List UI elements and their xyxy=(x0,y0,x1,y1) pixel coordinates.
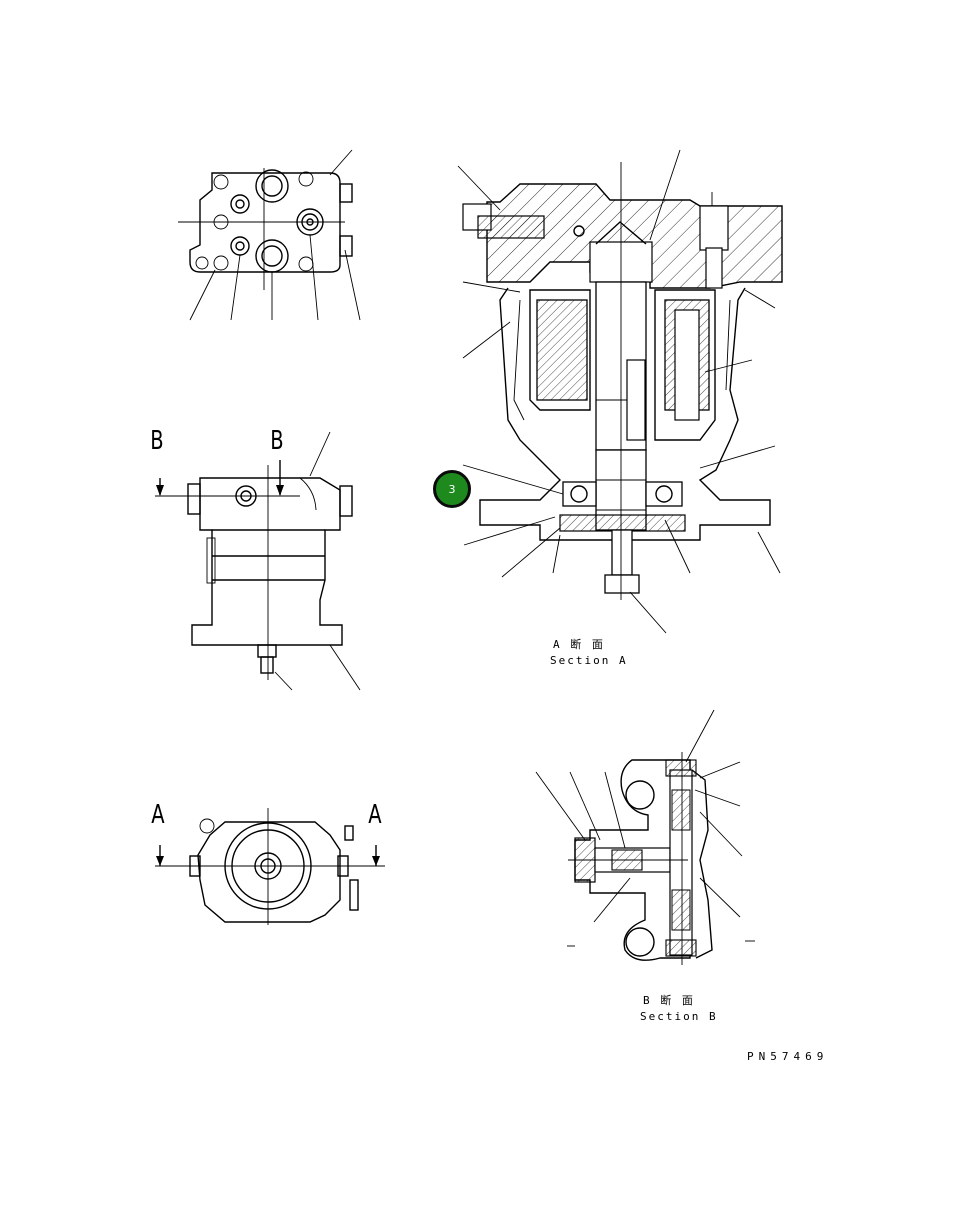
side-view xyxy=(155,431,361,691)
front-view xyxy=(155,808,385,925)
section-a-title-en: Section A xyxy=(550,654,628,667)
view-letter-b-left: B xyxy=(150,426,164,456)
view-letter-b-right: B xyxy=(270,426,284,456)
view-letter-a-right: A xyxy=(368,800,382,830)
callout-badge[interactable]: 3 xyxy=(433,470,471,508)
section-a-view xyxy=(457,149,783,634)
section-b-view xyxy=(535,709,755,965)
top-view xyxy=(178,149,361,321)
section-b-title-jp: B 断 面 xyxy=(643,994,695,1007)
section-b-title-en: Section B xyxy=(640,1010,718,1023)
part-number: PN57469 xyxy=(747,1050,829,1063)
callout-number: 3 xyxy=(448,482,456,496)
view-letter-a-left: A xyxy=(151,800,165,830)
section-a-title-jp: A 断 面 xyxy=(553,638,605,651)
